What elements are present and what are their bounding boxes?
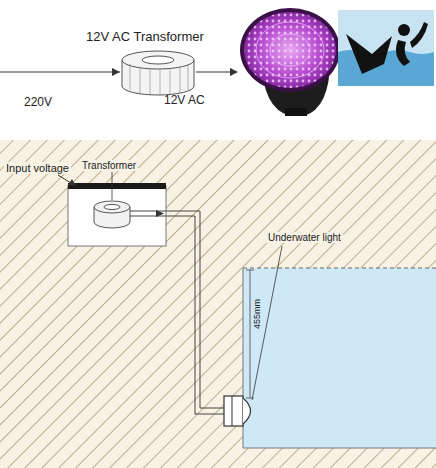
part-label: Transformer bbox=[80, 160, 138, 171]
part-label: Input voltage bbox=[4, 162, 71, 174]
dimension-label: 455mm bbox=[253, 297, 263, 331]
part-label: Underwater light bbox=[266, 232, 343, 243]
voltage-label: 220V bbox=[24, 96, 52, 109]
title-label: 12V AC Transformer bbox=[86, 30, 204, 44]
voltage-label: 12V AC bbox=[164, 94, 205, 107]
